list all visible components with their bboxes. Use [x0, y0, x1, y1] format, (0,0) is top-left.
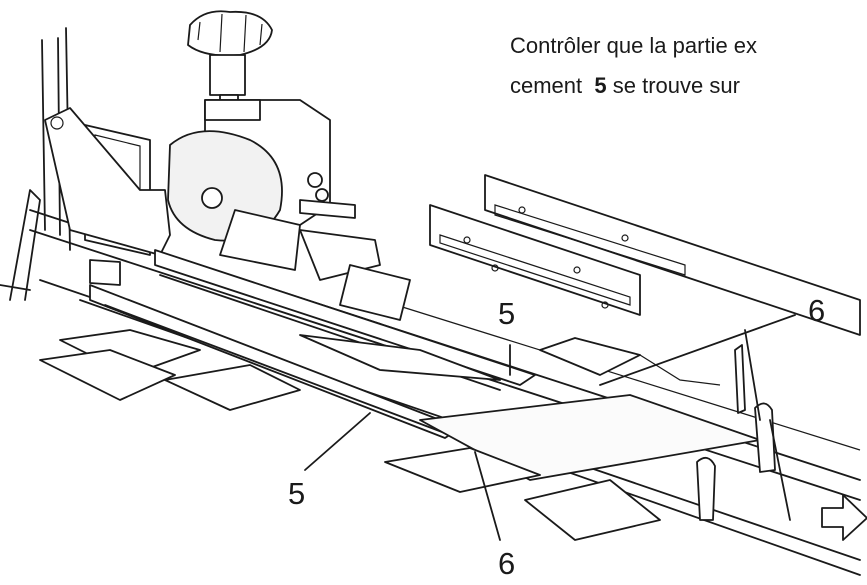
caption-line-1: Contrôler que la partie ex	[510, 33, 758, 58]
leader-lines	[304, 314, 796, 541]
knob-icon	[187, 10, 273, 111]
feeder-arm	[44, 107, 536, 439]
right-fingers	[696, 329, 791, 521]
label-5-top: 5	[498, 296, 516, 331]
caption-line-2: cement 5 se trouve sur	[510, 75, 740, 97]
paper-sheets	[39, 329, 761, 541]
arrow-right-icon	[821, 494, 867, 541]
caption-line-2-suffix: se trouve sur	[606, 73, 740, 98]
label-6-bottom: 6	[498, 546, 516, 581]
caption-ref-5: 5	[594, 73, 607, 98]
head-block	[167, 99, 356, 242]
hopper-plates	[219, 209, 411, 321]
guide-plate-back	[484, 174, 861, 336]
guide-plate-front	[429, 204, 641, 316]
label-6-right: 6	[808, 293, 826, 328]
caption-line-2-prefix: cement	[510, 73, 589, 98]
label-5-bottom: 5	[288, 476, 306, 511]
